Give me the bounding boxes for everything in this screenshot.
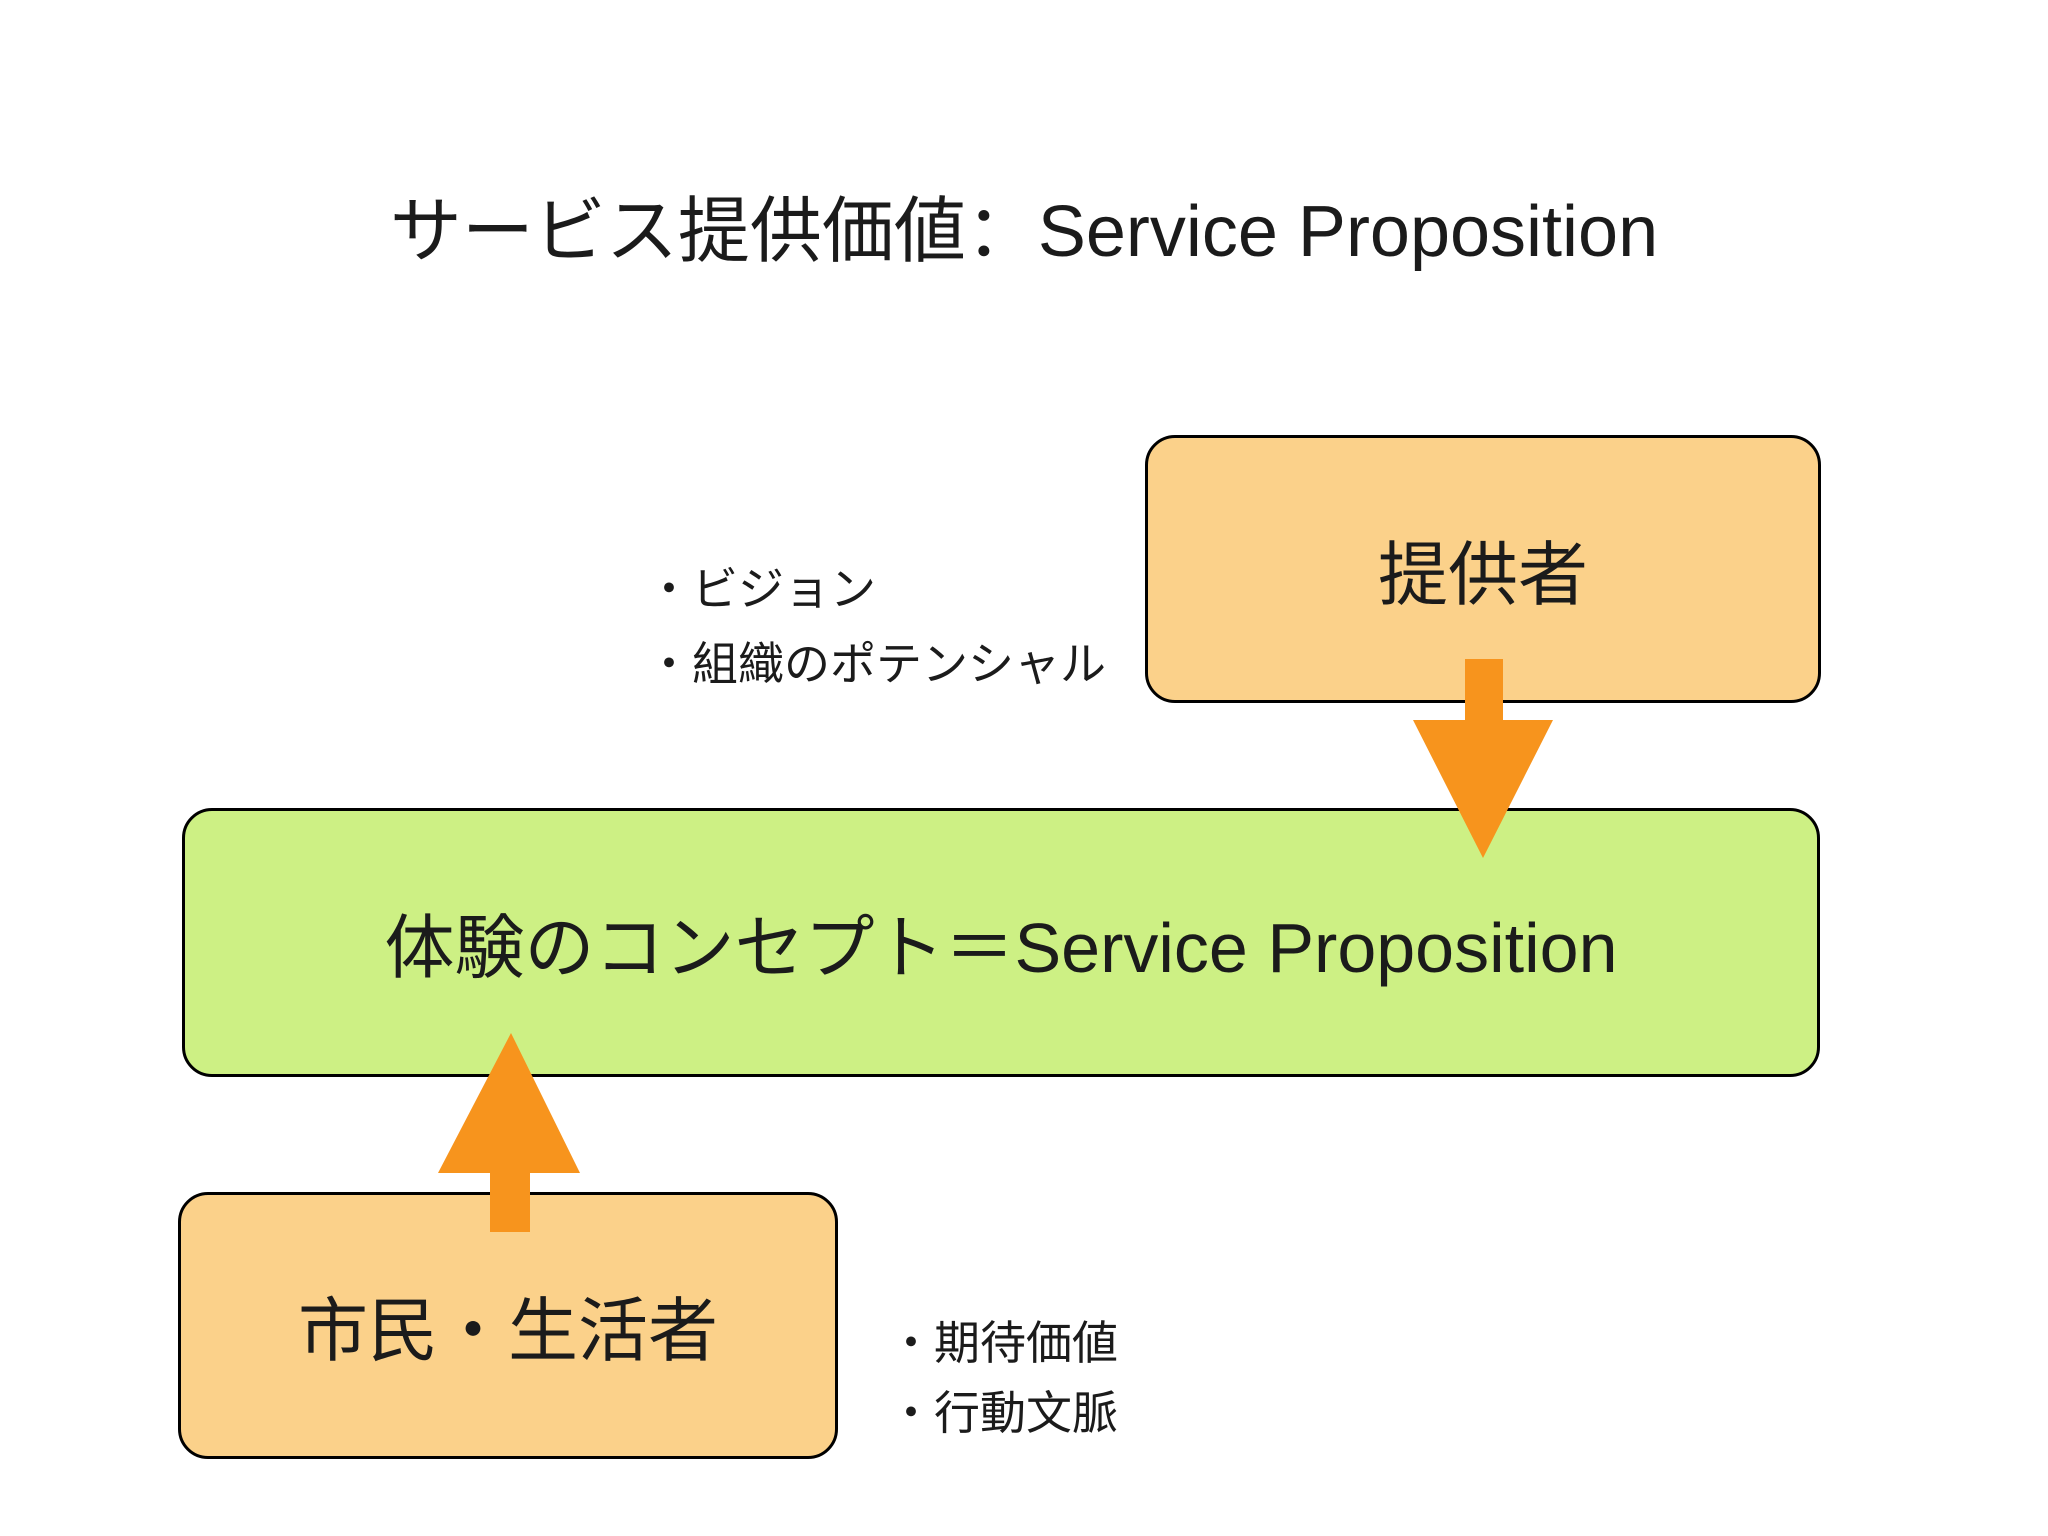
provider-note-vision: ・ビジョン <box>646 563 876 615</box>
concept-box-label: 体験のコンセプト＝Service Proposition <box>384 909 1618 987</box>
citizen-box-label: 市民・生活者 <box>298 1292 718 1370</box>
citizen-note-expected-value: ・期待価値 <box>888 1317 1118 1369</box>
provider-box-label: 提供者 <box>1378 535 1588 614</box>
provider-box: 提供者 <box>1145 435 1821 703</box>
provider-note-org-potential: ・組織のポテンシャル <box>646 638 1106 690</box>
provider-notes: ・ビジョン ・組織のポテンシャル <box>646 552 1106 702</box>
slide-title: サービス提供価値：Service Proposition <box>389 192 1659 272</box>
citizen-note-behavior-context: ・行動文脈 <box>888 1387 1118 1439</box>
citizen-box: 市民・生活者 <box>178 1192 838 1459</box>
concept-box: 体験のコンセプト＝Service Proposition <box>182 808 1820 1077</box>
citizen-notes: ・期待価値 ・行動文脈 <box>888 1308 1118 1448</box>
